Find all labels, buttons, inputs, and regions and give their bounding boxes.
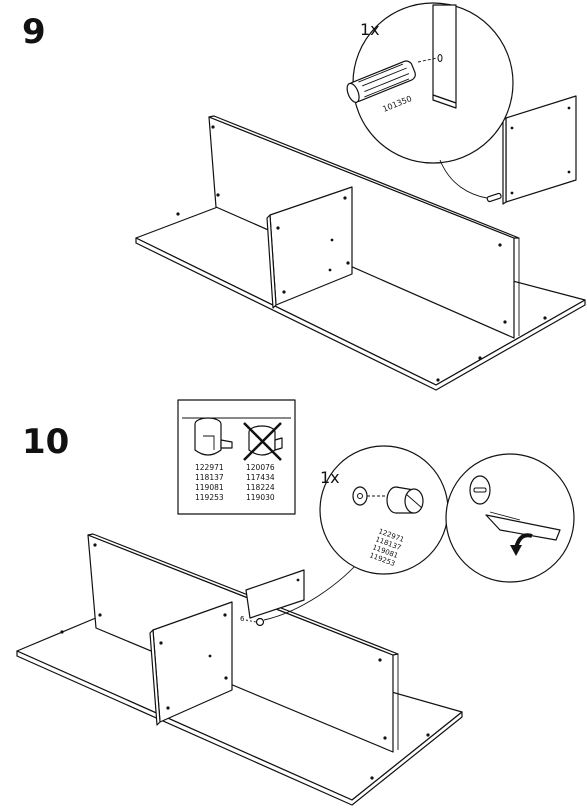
legend-not-ok-part-1: 120076 [246,463,275,472]
cam-lock-correct-icon [194,417,233,456]
legend-not-ok-part-4: 119030 [246,493,275,502]
step-10-legend-text: 122971 118137 119081 119253 120076 11743… [195,463,275,502]
step-10-callout-circle-right [445,453,575,583]
step-10-cam-location: 6 [240,615,265,627]
step-10-number: 10 [22,422,70,462]
step-9-number: 9 [22,12,46,52]
legend-ok-part-1: 122971 [195,463,224,472]
step-9-quantity: 1x [360,20,380,39]
step-9-holes [176,125,547,382]
legend-not-ok-part-2: 117434 [246,473,275,482]
step-10-base-panel-edge [16,650,463,806]
step-9-callout-leader [439,159,488,199]
step-9-base-panel-edge [135,237,586,391]
svg-text:6: 6 [240,615,245,623]
legend-ok-part-4: 119253 [195,493,224,502]
step-9-divider-edge [266,214,277,309]
rotate-arrow-icon [510,533,533,556]
legend-ok-part-2: 118137 [195,473,224,482]
step-10-legend-box [177,399,296,515]
screwdriver-icon [485,511,561,541]
cam-lock-incorrect-icon [243,422,283,461]
step-10-quantity: 1x [320,468,340,487]
step-9-side-panel [505,95,577,203]
step-10-callout-parts: 122971 118137 119081 119253 [368,527,405,568]
step-10-rear-divider [245,569,305,619]
cam-lock-icon [386,486,424,514]
step-10-holes [60,543,430,780]
legend-not-ok-part-3: 118224 [246,483,275,492]
step-9-side-panel-edge [502,117,507,205]
dowel-icon [346,60,416,103]
step-9-dowel-small [486,192,502,203]
legend-ok-part-3: 119081 [195,483,224,492]
